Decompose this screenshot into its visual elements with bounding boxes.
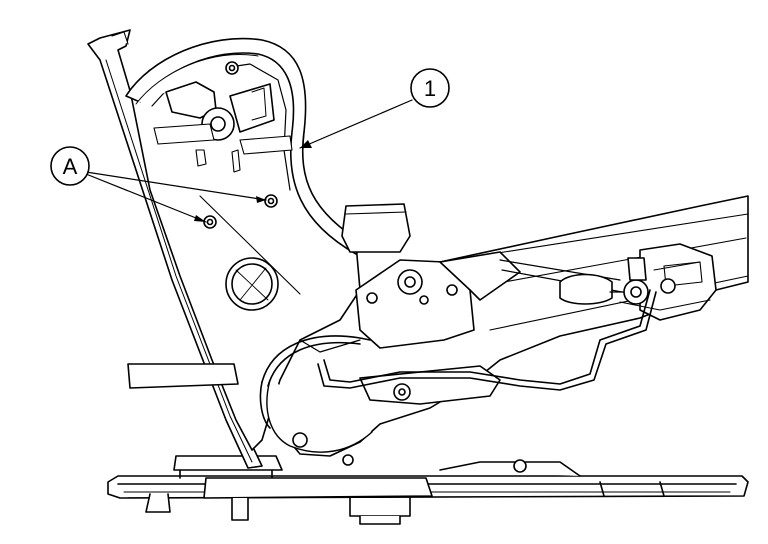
callout-1-label: 1 [424, 76, 436, 101]
control-cable [259, 289, 657, 429]
seat-rail-assembly [107, 455, 749, 525]
callout-A-label: A [63, 154, 78, 179]
seatback-frame [87, 29, 373, 469]
motor-assembly [341, 203, 623, 349]
callout-A: A [50, 146, 90, 186]
callout-1: 1 [410, 68, 450, 108]
front-actuator [559, 257, 711, 311]
leader-lines [85, 99, 413, 223]
